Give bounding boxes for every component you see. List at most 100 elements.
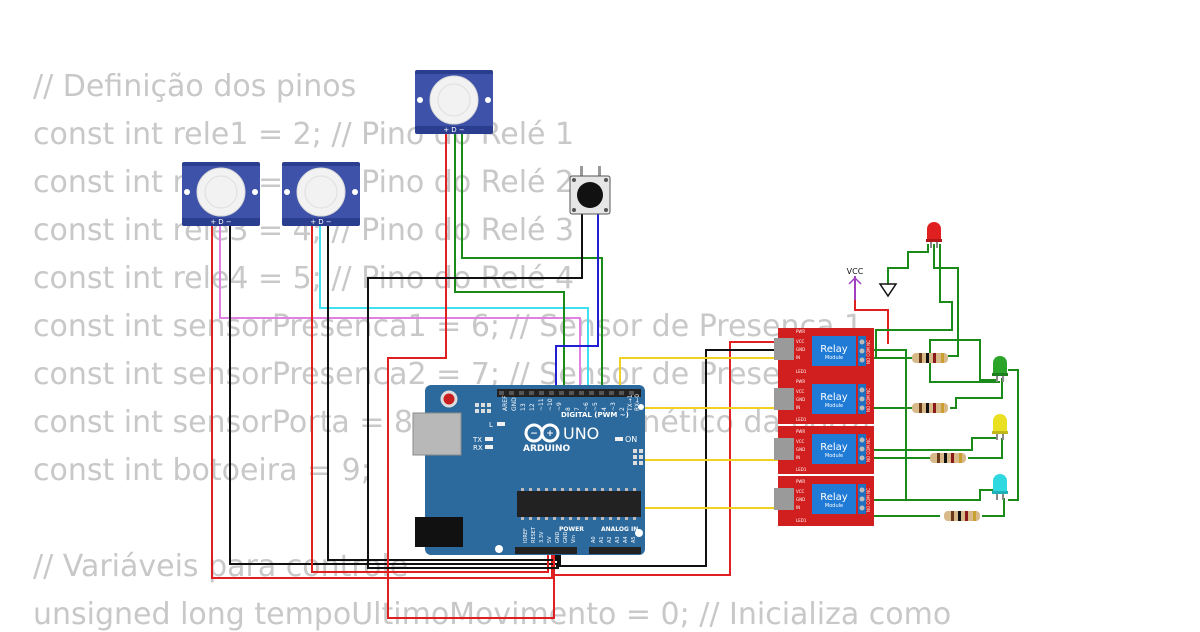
wire-pir1-data [219,226,581,392]
ground-symbol [878,283,898,298]
svg-text:+: + [546,429,554,439]
microcontroller-chip [517,491,641,517]
relay-pin-label: LED1 [796,369,807,374]
power-pin-label: 5V [547,536,553,543]
relay-pin-label: GND [796,397,805,402]
on-led-label: ON [625,435,637,444]
digital-pin-label: ~9 [556,402,563,411]
relay-sublabel: Module [825,403,843,409]
digital-pin-label: 2 [619,407,626,411]
svg-text:−: − [530,429,538,439]
wire-relay-com-bus [868,349,907,500]
pir-sensor-3: + D − [415,70,493,134]
digital-pin-label: ~11 [538,398,545,411]
wire-pir1-gnd [229,226,561,565]
relay-terminal-labels: NO COM NC [866,388,871,412]
digital-pin-label: ~5 [592,402,599,411]
relay-module-2: Relay Module PWR VCC GND IN LED1 NO COM … [774,376,874,424]
usb-connector [412,412,462,456]
power-pin-label: GND [555,531,561,543]
analog-pin-label: A1 [599,536,605,543]
relay-pin-label: PWR [796,479,805,484]
relay-pin-label: IN [796,505,800,510]
resistor-3 [930,453,966,463]
led-yellow [992,414,1008,440]
code-line: const int rele1 = 2; // Pino do Relé 1 [33,117,575,152]
code-line: // Definição dos pinos [33,69,357,104]
led-red [926,222,942,248]
relay-pin-label: PWR [796,379,805,384]
digital-pin-label: 8 [565,407,572,411]
relay-sublabel: Module [825,453,843,459]
digital-pin-label: ~10 [547,398,554,411]
relay-pin-label: VCC [796,339,805,344]
relay-module-3: Relay Module PWR VCC GND IN LED1 NO COM … [774,426,874,474]
tx-label: TX [472,436,482,444]
relay-pin-label: PWR [796,429,805,434]
relay-pin-label: VCC [796,439,805,444]
relay-pin-label: LED1 [796,518,807,523]
relay-pin-label: IN [796,455,800,460]
analog-header-label: ANALOG IN [601,526,638,533]
wire-relay-gnd [556,349,780,567]
digital-pin-label: 4 [601,407,608,411]
pushbutton[interactable] [569,166,611,215]
relay-pin-label: VCC [796,389,805,394]
power-pin-label: 3.3V [539,531,545,543]
model-label: UNO [563,424,599,443]
analog-pin-label: A3 [615,536,621,543]
wire-res4b [982,498,1005,517]
code-line: unsigned long tempoUltimoMovimento = 0; … [33,597,952,632]
relay-label: Relay [820,344,848,355]
brand-label: ARDUINO [523,444,571,454]
analog-pin-label: A0 [591,536,597,543]
wire-res3b [968,438,1003,459]
vcc-label: VCC [847,267,864,276]
digital-pin-label: ~6 [583,402,590,411]
relay-sublabel: Module [825,355,843,361]
wire-relay-vcc [552,341,780,576]
wire-relay1-in [619,357,780,392]
wire-pir2-data [319,226,589,392]
relay-pin-label: LED1 [796,467,807,472]
power-pin-label: RESET [531,526,537,543]
digital-header-label: DIGITAL (PWM ~) [561,411,629,419]
pir-pin-labels: + D − [210,218,232,226]
digital-pin-label: RX←0 [634,394,641,411]
relay-label: Relay [820,442,848,453]
power-pin-label: Vin [571,535,577,543]
digital-pin-label: ~3 [610,402,617,411]
rx-label: RX [473,444,483,452]
pir-pin-labels: + D − [310,218,332,226]
arduino-uno: AREF GND 13 12 ~11 ~10 ~9 8 7 ~6 ~5 4 ~3… [412,385,645,555]
digital-pin-label: 12 [529,403,536,411]
l-led-label: L [489,421,493,429]
pir-sensor-1: + D − [182,162,260,226]
relay-pin-label: IN [796,405,800,410]
gnd-pin-label: GND [511,397,518,411]
led-green [992,356,1008,382]
pir-pin-labels: + D − [443,126,465,134]
relay-pin-label: GND [796,497,805,502]
wire-led-red [933,244,959,357]
power-pin-label: IOREF [523,528,529,543]
wire-led-cyan [868,489,996,501]
digital-pin-label: TX→1 [627,394,634,412]
vcc-symbol: VCC [847,267,864,285]
relay-label: Relay [820,392,848,403]
reset-button[interactable] [440,390,458,408]
relay-pin-label: GND [796,447,805,452]
digital-pin-label: 7 [574,407,581,411]
aref-pin-label: AREF [502,395,509,411]
wire-res2b [950,378,1003,409]
resistor-2 [912,403,948,413]
relay-pin-label: GND [796,347,805,352]
relay-pin-label: PWR [796,329,805,334]
wire-button-gnd [367,214,583,569]
resistor-1 [912,353,948,363]
power-header-label: POWER [559,526,584,533]
digital-pin-label: 13 [520,403,527,411]
wire-pir3-gnd [461,132,603,392]
